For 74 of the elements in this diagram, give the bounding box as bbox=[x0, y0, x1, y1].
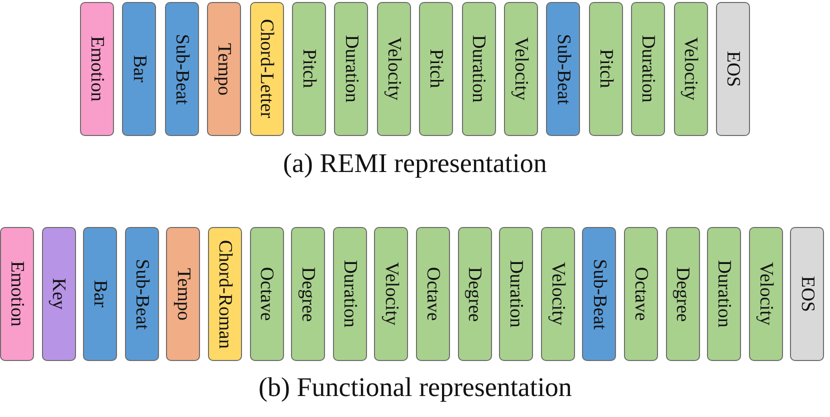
token-box bbox=[0, 227, 34, 361]
token-label: Octave bbox=[257, 267, 276, 321]
token-label: Sub-Beat bbox=[590, 258, 609, 330]
token-box bbox=[790, 227, 824, 361]
subfigure-caption: (b) Functional representation bbox=[258, 372, 572, 403]
token-box bbox=[416, 227, 450, 361]
token-box bbox=[122, 2, 156, 136]
token-label: Degree bbox=[673, 266, 692, 322]
token-box bbox=[540, 227, 575, 361]
token-label: Velocity bbox=[382, 262, 401, 326]
token-box bbox=[462, 2, 496, 136]
token-label: Velocity bbox=[756, 262, 776, 326]
token-box bbox=[208, 227, 242, 361]
token-box bbox=[83, 227, 118, 361]
token-box bbox=[674, 2, 708, 136]
token-label: Duration bbox=[469, 35, 488, 103]
token-label: Velocity bbox=[548, 262, 568, 326]
token-box bbox=[376, 2, 411, 136]
token-box bbox=[458, 227, 492, 361]
token-box bbox=[707, 227, 742, 361]
token-box bbox=[419, 2, 454, 136]
token-label: Pitch bbox=[426, 49, 446, 89]
token-label: Velocity bbox=[512, 37, 530, 101]
token-label: Bar bbox=[130, 55, 149, 83]
token-box bbox=[546, 2, 580, 136]
token-label: Sub-Beat bbox=[554, 34, 573, 104]
token-label: Duration bbox=[638, 35, 658, 103]
token-label: Sub-Beat bbox=[132, 258, 152, 330]
token-box bbox=[374, 227, 408, 361]
token-label: Bar bbox=[90, 280, 110, 308]
token-box bbox=[334, 2, 368, 136]
token-box bbox=[80, 2, 114, 136]
token-label: Pitch bbox=[596, 49, 616, 89]
token-box bbox=[250, 227, 284, 361]
token-label: Sub-Beat bbox=[172, 34, 192, 104]
token-label: Duration bbox=[714, 260, 734, 328]
token-label: Emotion bbox=[8, 261, 26, 327]
token-box bbox=[42, 227, 76, 361]
token-label: Duration bbox=[340, 260, 360, 328]
token-box bbox=[291, 227, 326, 361]
token-box bbox=[624, 227, 658, 361]
token-label: Velocity bbox=[681, 37, 700, 101]
token-label: Pitch bbox=[300, 49, 318, 89]
token-label: Degree bbox=[298, 266, 318, 322]
token-label: Tempo bbox=[174, 268, 193, 320]
token-box bbox=[666, 227, 700, 361]
token-label: Octave bbox=[632, 267, 650, 321]
token-box bbox=[716, 2, 750, 136]
token-box bbox=[588, 2, 623, 136]
token-box bbox=[332, 227, 367, 361]
token-label: Velocity bbox=[384, 37, 404, 101]
token-box bbox=[164, 2, 199, 136]
token-box bbox=[504, 2, 538, 136]
token-box bbox=[124, 227, 159, 361]
token-label: Duration bbox=[342, 35, 361, 103]
token-label: Chord-Letter bbox=[257, 19, 276, 119]
token-label: Chord-Roman bbox=[216, 240, 234, 348]
token-box bbox=[631, 2, 666, 136]
token-box bbox=[499, 227, 534, 361]
token-label: Key bbox=[49, 278, 68, 310]
token-label: Octave bbox=[424, 267, 442, 321]
token-box bbox=[582, 227, 616, 361]
token-box bbox=[292, 2, 326, 136]
token-box bbox=[166, 227, 200, 361]
token-label: Duration bbox=[506, 260, 526, 328]
token-box bbox=[748, 227, 783, 361]
token-box bbox=[250, 2, 284, 136]
token-label: EOS bbox=[798, 276, 817, 312]
token-label: EOS bbox=[724, 51, 742, 87]
token-label: Tempo bbox=[214, 42, 234, 96]
token-label: Degree bbox=[465, 266, 484, 322]
token-label: Emotion bbox=[88, 36, 106, 102]
subfigure-caption: (a) REMI representation bbox=[283, 148, 547, 179]
token-box bbox=[207, 2, 242, 136]
